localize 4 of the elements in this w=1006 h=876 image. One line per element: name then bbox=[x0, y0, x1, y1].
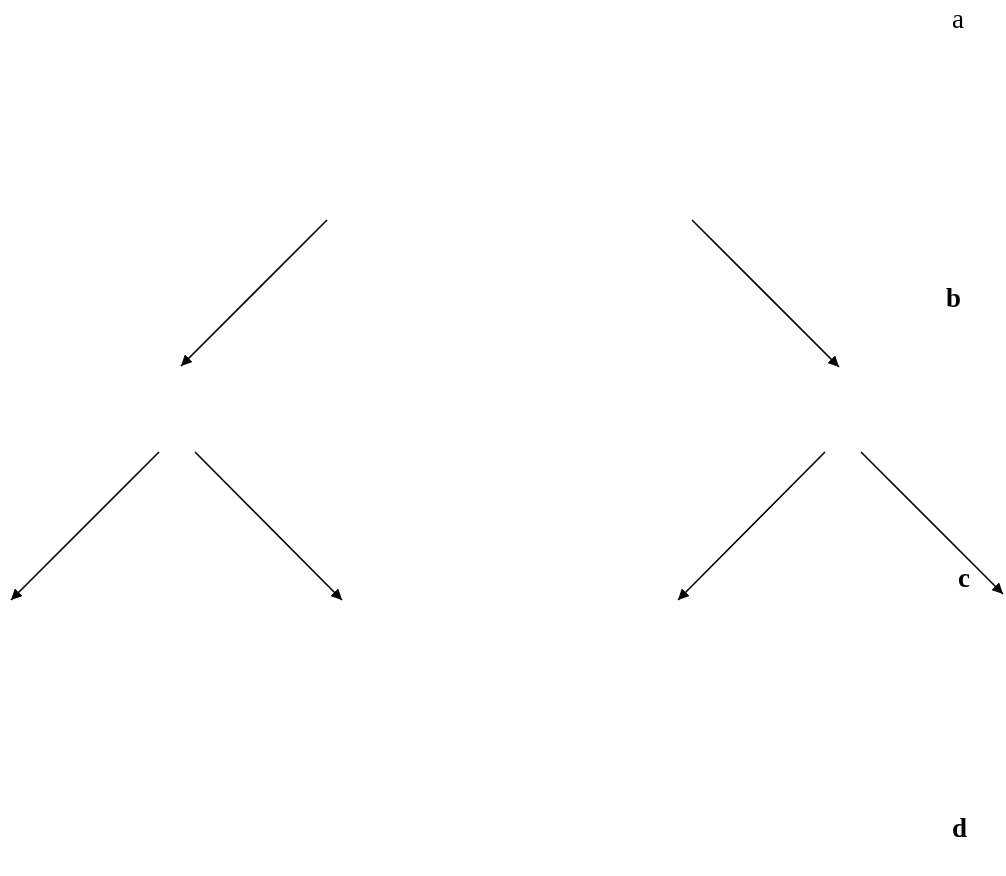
level-label: b bbox=[946, 285, 962, 312]
level-label: c bbox=[958, 565, 970, 592]
level-label: a bbox=[952, 6, 964, 33]
level-label: d bbox=[952, 815, 968, 842]
